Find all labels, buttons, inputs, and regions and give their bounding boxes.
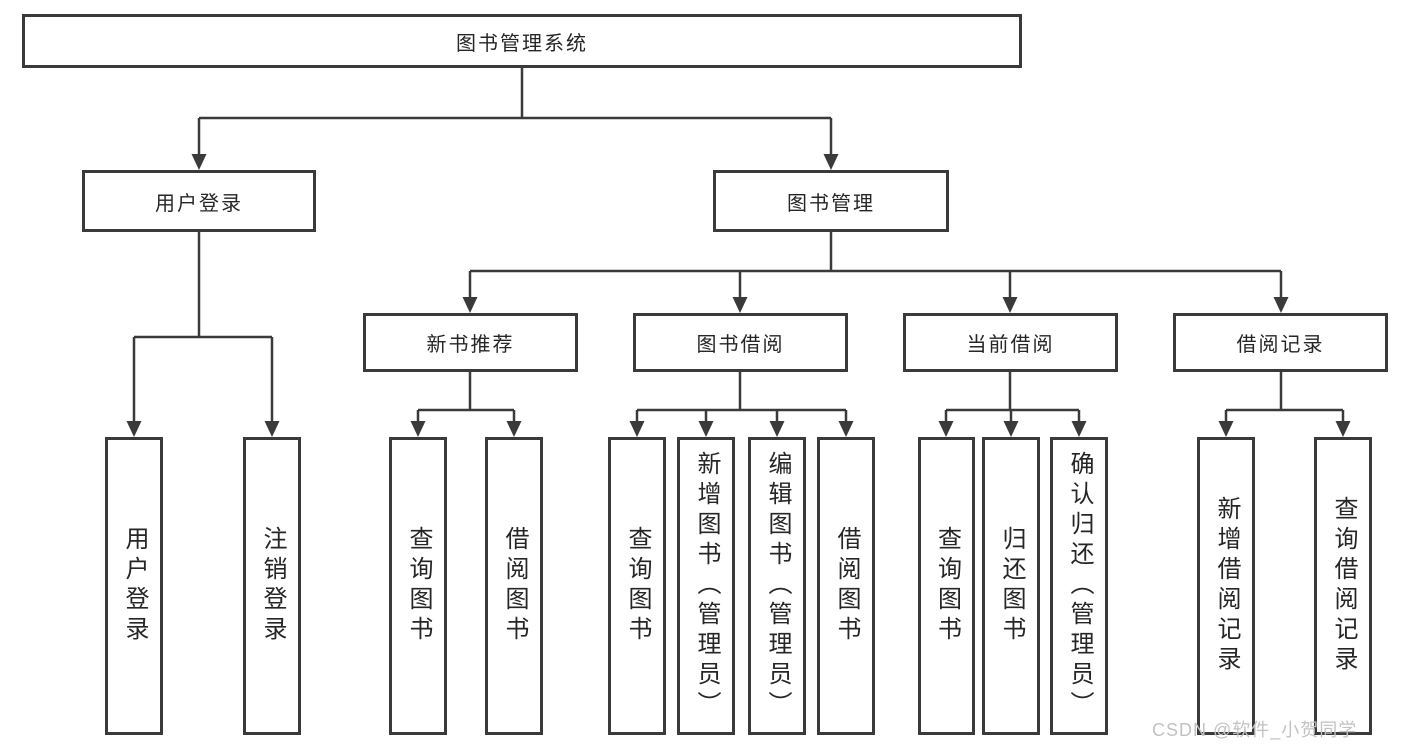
- leaf-borrow-books-2: 借阅图书: [817, 437, 875, 735]
- leaf-edit-books-admin: 编辑图书（管理员）: [748, 437, 806, 735]
- leaf-query-books-2-label: 查询图书: [624, 526, 651, 646]
- node-new-book-recommend-label: 新书推荐: [426, 334, 515, 356]
- leaf-query-books-2: 查询图书: [608, 437, 666, 735]
- leaf-return-books: 归还图书: [982, 437, 1040, 735]
- leaf-logout-label: 注销登录: [259, 526, 286, 646]
- leaf-query-books-3: 查询图书: [918, 437, 975, 735]
- node-user-login: 用户登录: [82, 170, 316, 232]
- node-book-borrow-label: 图书借阅: [696, 334, 785, 356]
- node-root: 图书管理系统: [22, 14, 1022, 68]
- arrowheads: [126, 154, 1351, 437]
- leaf-logout: 注销登录: [243, 437, 301, 735]
- leaf-query-books-1: 查询图书: [389, 437, 447, 735]
- leaf-borrow-books-1: 借阅图书: [485, 437, 543, 735]
- leaf-add-borrow-record: 新增借阅记录: [1197, 437, 1255, 735]
- node-user-login-label: 用户登录: [155, 192, 243, 215]
- leaf-add-borrow-record-label: 新增借阅记录: [1213, 496, 1240, 676]
- leaf-query-books-3-label: 查询图书: [933, 526, 961, 646]
- leaf-query-borrow-record-label: 查询借阅记录: [1330, 496, 1357, 676]
- node-new-book-recommend: 新书推荐: [363, 313, 578, 372]
- node-borrow-records-label: 借阅记录: [1236, 334, 1325, 356]
- node-book-management-label: 图书管理: [787, 192, 875, 215]
- node-book-borrow: 图书借阅: [633, 313, 848, 372]
- leaf-user-login: 用户登录: [105, 437, 163, 735]
- leaf-query-books-1-label: 查询图书: [405, 526, 432, 646]
- leaf-borrow-books-1-label: 借阅图书: [501, 526, 528, 646]
- leaf-query-borrow-record: 查询借阅记录: [1314, 437, 1372, 735]
- node-current-borrow-label: 当前借阅: [966, 334, 1055, 356]
- leaf-user-login-label: 用户登录: [121, 526, 148, 646]
- leaf-add-books-admin: 新增图书（管理员）: [677, 437, 735, 735]
- node-root-label: 图书管理系统: [456, 32, 588, 55]
- leaf-add-books-admin-label: 新增图书（管理员）: [693, 451, 720, 721]
- leaf-return-books-label: 归还图书: [998, 526, 1025, 646]
- leaf-confirm-return-admin: 确认归还（管理员）: [1050, 437, 1108, 735]
- node-current-borrow: 当前借阅: [903, 313, 1118, 372]
- leaf-edit-books-admin-label: 编辑图书（管理员）: [764, 451, 791, 721]
- node-book-management: 图书管理: [713, 170, 949, 232]
- leaf-borrow-books-2-label: 借阅图书: [833, 526, 860, 646]
- leaf-confirm-return-admin-label: 确认归还（管理员）: [1066, 451, 1093, 721]
- node-borrow-records: 借阅记录: [1173, 313, 1388, 372]
